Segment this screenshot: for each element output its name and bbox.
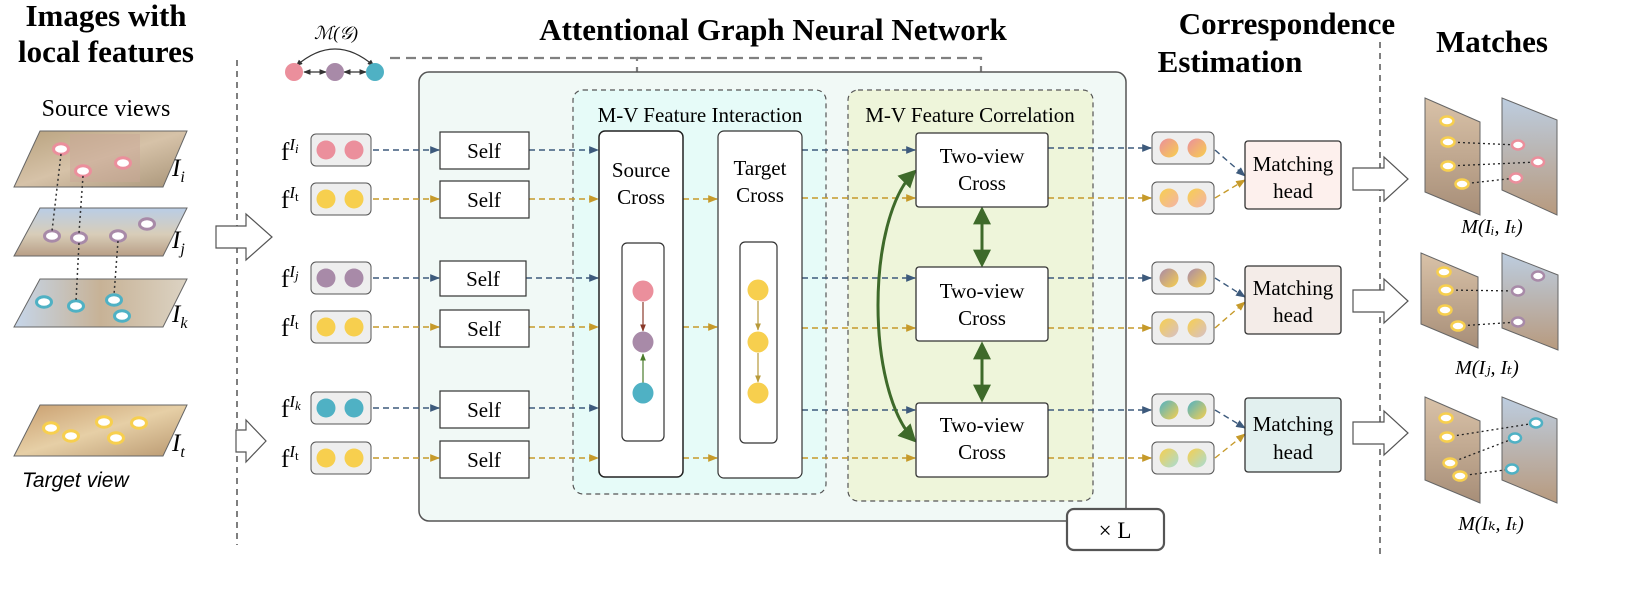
- self-block-k: Self: [439, 390, 530, 429]
- svg-text:Cross: Cross: [617, 185, 665, 209]
- svg-text:Ik: Ik: [171, 301, 188, 332]
- svg-text:fIt: fIt: [281, 311, 299, 342]
- feature-row-t3: fIt: [281, 441, 372, 475]
- svg-text:fIj: fIj: [281, 262, 299, 293]
- flow-arrows-blue: [373, 144, 1246, 429]
- match-label-k: M(Iₖ, Iₜ): [1457, 513, 1524, 535]
- svg-text:It: It: [171, 430, 185, 461]
- source-views-label: Source views: [42, 96, 171, 122]
- input-arrow-target: [235, 418, 267, 464]
- output-pill-j: [1151, 261, 1215, 295]
- svg-text:Ii: Ii: [171, 155, 185, 186]
- graph-icon: ℳ(𝒢): [285, 23, 384, 81]
- source-view-j: [13, 207, 188, 257]
- feature-row-k: fIk: [281, 391, 372, 425]
- title-agnn: Attentional Graph Neural Network: [539, 12, 1007, 47]
- view-label-i: Ii: [171, 155, 185, 186]
- title-images-line2: local features: [18, 34, 194, 69]
- svg-text:Cross: Cross: [958, 440, 1006, 464]
- svg-text:Self: Self: [467, 398, 501, 422]
- title-correspondence-line1: Correspondence: [1179, 6, 1395, 41]
- view-label-k: Ik: [171, 301, 188, 332]
- graph-label: ℳ(𝒢): [314, 23, 358, 44]
- svg-text:Two-view: Two-view: [940, 279, 1026, 303]
- svg-text:Self: Self: [467, 317, 501, 341]
- output-arrow-j: [1352, 277, 1409, 325]
- correlation-module-label: M-V Feature Correlation: [865, 103, 1075, 127]
- svg-text:head: head: [1273, 179, 1313, 203]
- match-label-j: M(Iⱼ, Iₜ): [1454, 357, 1519, 379]
- match-result-j: [1420, 252, 1559, 351]
- target-cross-block: Target Cross: [717, 130, 803, 479]
- svg-text:Self: Self: [466, 267, 500, 291]
- source-view-i: [13, 130, 188, 188]
- self-block-t2: Self: [439, 309, 530, 348]
- svg-text:Cross: Cross: [958, 171, 1006, 195]
- input-arrow-source: [215, 212, 273, 262]
- source-cross-block: Source Cross: [598, 130, 684, 478]
- svg-text:Target: Target: [734, 156, 787, 180]
- matching-head-j: Matching head: [1244, 265, 1342, 335]
- svg-text:fIk: fIk: [281, 392, 301, 423]
- source-view-k: [13, 278, 188, 328]
- svg-text:Matching: Matching: [1253, 276, 1334, 300]
- target-view-image: [13, 404, 188, 457]
- output-pill-t3: [1151, 441, 1215, 475]
- self-block-t3: Self: [439, 440, 530, 479]
- layers-badge: [1065, 507, 1166, 552]
- output-pill-t1: [1151, 181, 1215, 215]
- view-label-t: It: [171, 430, 185, 461]
- title-correspondence-line2: Estimation: [1158, 44, 1303, 79]
- svg-text:fIt: fIt: [281, 442, 299, 473]
- svg-text:Cross: Cross: [958, 306, 1006, 330]
- svg-text:Cross: Cross: [736, 183, 784, 207]
- matching-head-i: Matching head: [1244, 140, 1342, 210]
- view-label-j: Ij: [171, 227, 185, 258]
- feature-row-t2: fIt: [281, 310, 372, 344]
- svg-text:head: head: [1273, 303, 1313, 327]
- layers-label: × L: [1099, 518, 1132, 543]
- title-matches: Matches: [1436, 24, 1548, 59]
- svg-text:fIi: fIi: [281, 135, 299, 166]
- matching-head-k: Matching head: [1244, 397, 1342, 473]
- svg-text:Two-view: Two-view: [940, 144, 1026, 168]
- self-block-i: Self: [439, 131, 530, 170]
- target-view-label: Target view: [22, 469, 130, 492]
- output-pill-k: [1151, 393, 1215, 427]
- svg-text:head: head: [1273, 440, 1313, 464]
- correlation-curve-arrow: [876, 169, 917, 443]
- svg-text:Self: Self: [467, 448, 501, 472]
- svg-text:Self: Self: [467, 188, 501, 212]
- title-images-line1: Images with: [25, 0, 186, 33]
- feature-row-j: fIj: [281, 261, 372, 295]
- svg-text:Two-view: Two-view: [940, 413, 1026, 437]
- output-arrow-i: [1352, 155, 1409, 203]
- correspondence-dotted-lines: [51, 153, 119, 302]
- feature-row-i: fIi: [281, 133, 372, 167]
- match-result-i: [1424, 97, 1558, 216]
- self-block-t1: Self: [439, 180, 530, 219]
- output-pill-t2: [1151, 311, 1215, 345]
- match-label-i: M(Iᵢ, Iₜ): [1460, 216, 1523, 238]
- svg-text:Source: Source: [612, 158, 670, 182]
- svg-text:Matching: Matching: [1253, 152, 1334, 176]
- svg-text:fIt: fIt: [281, 183, 299, 214]
- svg-text:Self: Self: [467, 139, 501, 163]
- interaction-module-label: M-V Feature Interaction: [598, 103, 803, 127]
- match-result-k: [1424, 396, 1558, 504]
- svg-text:Ij: Ij: [171, 227, 185, 258]
- self-block-j: Self: [439, 260, 527, 297]
- svg-text:Matching: Matching: [1253, 412, 1334, 436]
- feature-row-t1: fIt: [281, 182, 372, 216]
- output-arrow-k: [1352, 409, 1409, 457]
- output-pill-i: [1151, 131, 1215, 165]
